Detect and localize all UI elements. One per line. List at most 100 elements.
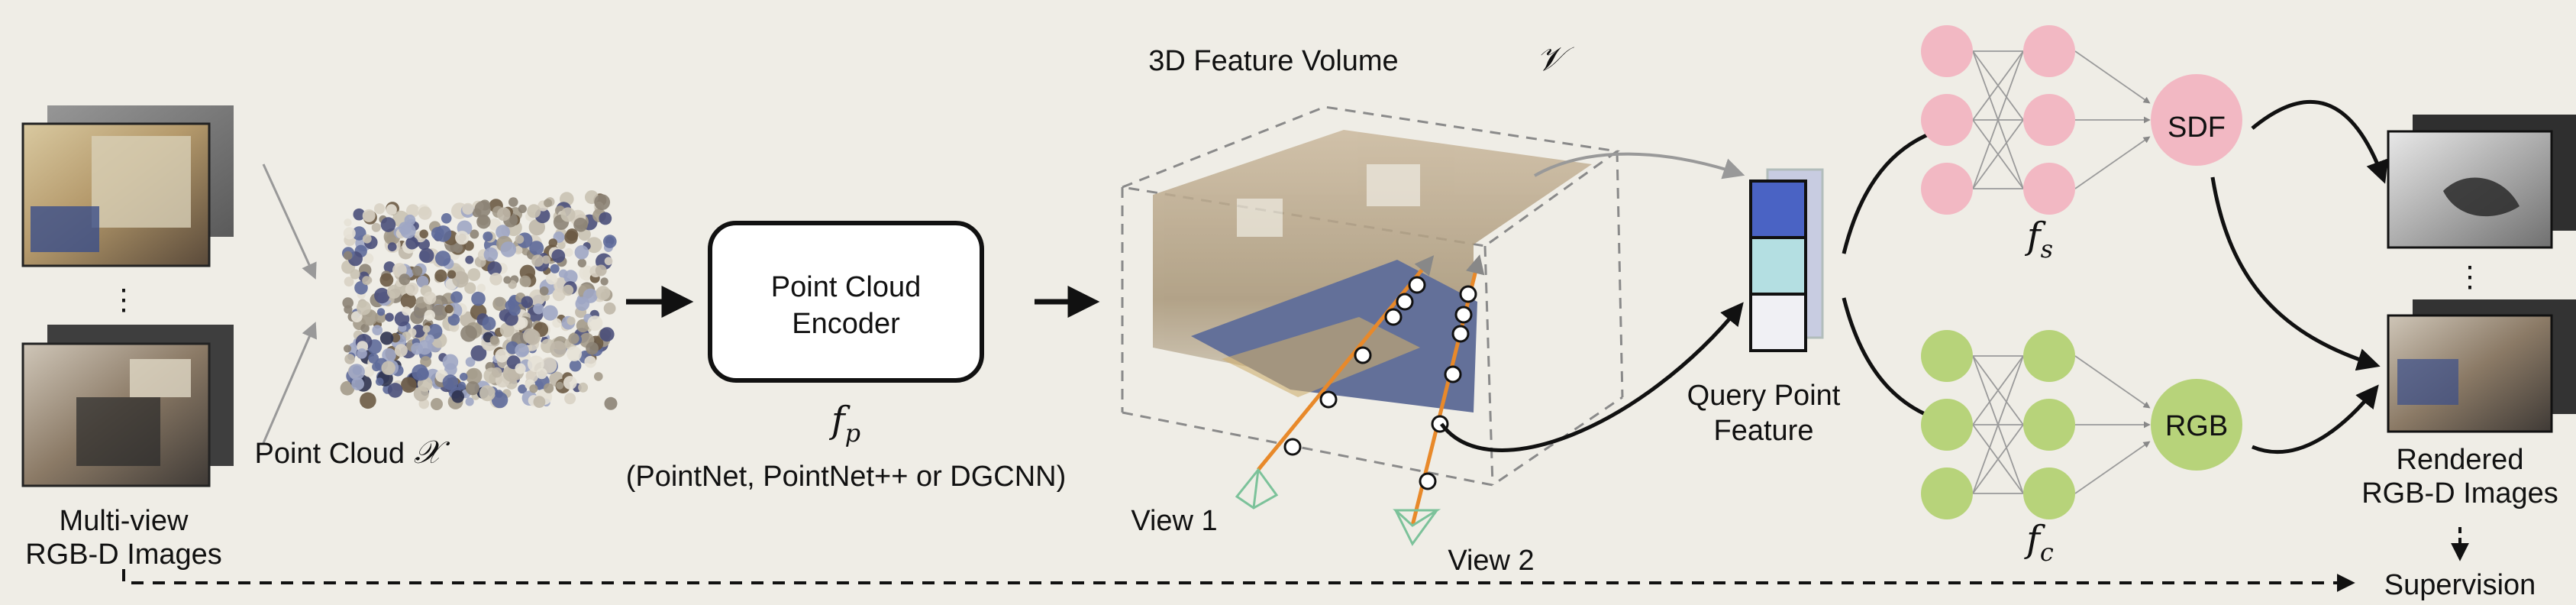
point-cloud-point	[374, 287, 390, 304]
point-cloud-point	[522, 328, 539, 344]
point-cloud-point	[351, 377, 364, 390]
point-cloud-point	[465, 255, 474, 264]
sdf-mlp-network	[1921, 25, 2242, 215]
sdf-mlp-edge	[1972, 50, 2024, 189]
output-ellipsis: ⋮	[2455, 261, 2484, 293]
point-cloud-point	[476, 215, 491, 229]
point-cloud-point	[544, 199, 553, 208]
point-cloud-point	[521, 296, 534, 309]
volume-to-query-arrow	[1534, 152, 1745, 180]
point-cloud-point	[416, 275, 429, 288]
sdf-mlp-node-l2-2	[2023, 94, 2075, 146]
point-cloud-point	[363, 366, 375, 377]
point-cloud-point	[600, 277, 608, 286]
point-cloud-point	[394, 344, 408, 358]
point-cloud-point	[594, 372, 603, 381]
point-cloud-point	[533, 303, 544, 315]
rgb-symbol-sub: c	[2040, 538, 2054, 567]
point-cloud-point	[352, 226, 366, 241]
point-cloud-point	[556, 381, 564, 390]
point-cloud-point	[465, 397, 474, 406]
room-reconstruction	[1153, 130, 1592, 412]
point-cloud-point	[348, 364, 365, 380]
point-cloud-point	[518, 204, 527, 213]
sdf-mlp-output-edge	[2074, 50, 2151, 104]
sdf-mlp-node-l1-2	[1921, 94, 1973, 146]
point-cloud-point	[492, 367, 502, 378]
point-cloud-point	[472, 208, 482, 218]
sdf-mlp-node-l2-1	[2023, 25, 2075, 77]
point-cloud-point	[450, 291, 463, 303]
rgb-node-label: RGB	[2165, 410, 2228, 442]
point-cloud-point	[431, 304, 447, 321]
point-cloud-point	[418, 206, 432, 220]
rgb-mlp-node-l2-1	[2023, 330, 2075, 382]
point-cloud-point	[603, 235, 617, 248]
output-label-line1: Rendered	[2397, 444, 2524, 476]
point-cloud-point	[402, 306, 412, 316]
query-feature-cell-1	[1749, 180, 1807, 239]
point-cloud-point	[371, 222, 381, 232]
view2-camera-icon	[1393, 509, 1441, 546]
point-cloud-point	[471, 291, 486, 306]
point-cloud-point	[374, 203, 386, 215]
query-feature-cell-3	[1749, 293, 1807, 352]
point-cloud-point	[386, 204, 397, 215]
point-cloud-point	[340, 380, 355, 396]
point-cloud-point	[582, 269, 590, 278]
sdf-to-rgb-output-arrow	[2210, 176, 2381, 371]
point-cloud-point	[342, 297, 354, 309]
point-cloud-point	[567, 346, 582, 361]
point-cloud-point	[422, 325, 431, 333]
point-cloud-point	[550, 341, 567, 358]
point-cloud-point	[604, 257, 613, 266]
point-cloud-point	[527, 204, 541, 218]
point-cloud-point	[442, 374, 459, 390]
point-cloud-point	[495, 390, 503, 398]
point-cloud-point	[466, 367, 483, 385]
point-cloud-point	[423, 291, 437, 305]
point-cloud-point	[363, 253, 374, 264]
point-cloud-point	[604, 396, 618, 410]
point-cloud-point	[392, 263, 407, 277]
view2-label: View 2	[1448, 545, 1534, 577]
point-cloud-point	[376, 377, 384, 387]
point-cloud-point	[411, 342, 424, 355]
point-cloud-point	[529, 241, 544, 256]
query-feature-cell-2	[1749, 236, 1807, 296]
sdf-node-label: SDF	[2168, 112, 2226, 144]
point-cloud-point	[465, 357, 476, 367]
point-cloud-point	[476, 283, 486, 293]
point-cloud-point	[441, 213, 452, 224]
point-cloud-point	[463, 241, 474, 251]
point-cloud-symbol: 𝒳	[414, 433, 450, 471]
point-cloud-point	[400, 222, 416, 239]
sdf-mlp-output-edge	[2074, 136, 2151, 189]
point-cloud-point	[447, 313, 460, 326]
point-cloud-label: Point Cloud	[255, 438, 405, 470]
encoder-label-line2: Encoder	[792, 308, 900, 340]
point-cloud-point	[577, 258, 586, 267]
point-cloud-point	[416, 367, 429, 380]
rgb-mlp-output-edge	[2074, 355, 2151, 409]
point-cloud-point	[360, 392, 376, 409]
point-cloud-point	[569, 359, 582, 372]
point-cloud-point	[425, 335, 434, 344]
point-cloud-point	[603, 302, 616, 315]
rgb-mlp-edge	[1972, 424, 2024, 494]
point-cloud-point	[344, 354, 355, 364]
point-cloud-point	[447, 270, 457, 279]
rgb-mlp-edges	[1972, 355, 2151, 494]
point-cloud-point	[377, 308, 386, 316]
point-cloud-point	[586, 341, 599, 355]
rgb-mlp-edge	[1972, 355, 2024, 494]
point-cloud-point	[514, 246, 523, 255]
point-cloud-point	[527, 355, 544, 373]
supervision-label: Supervision	[2384, 569, 2536, 601]
point-cloud-point	[455, 231, 470, 245]
point-cloud-point	[552, 318, 562, 328]
view2-ray-samples	[1419, 285, 1477, 490]
point-cloud-point	[576, 319, 590, 333]
point-cloud-point	[372, 325, 383, 336]
